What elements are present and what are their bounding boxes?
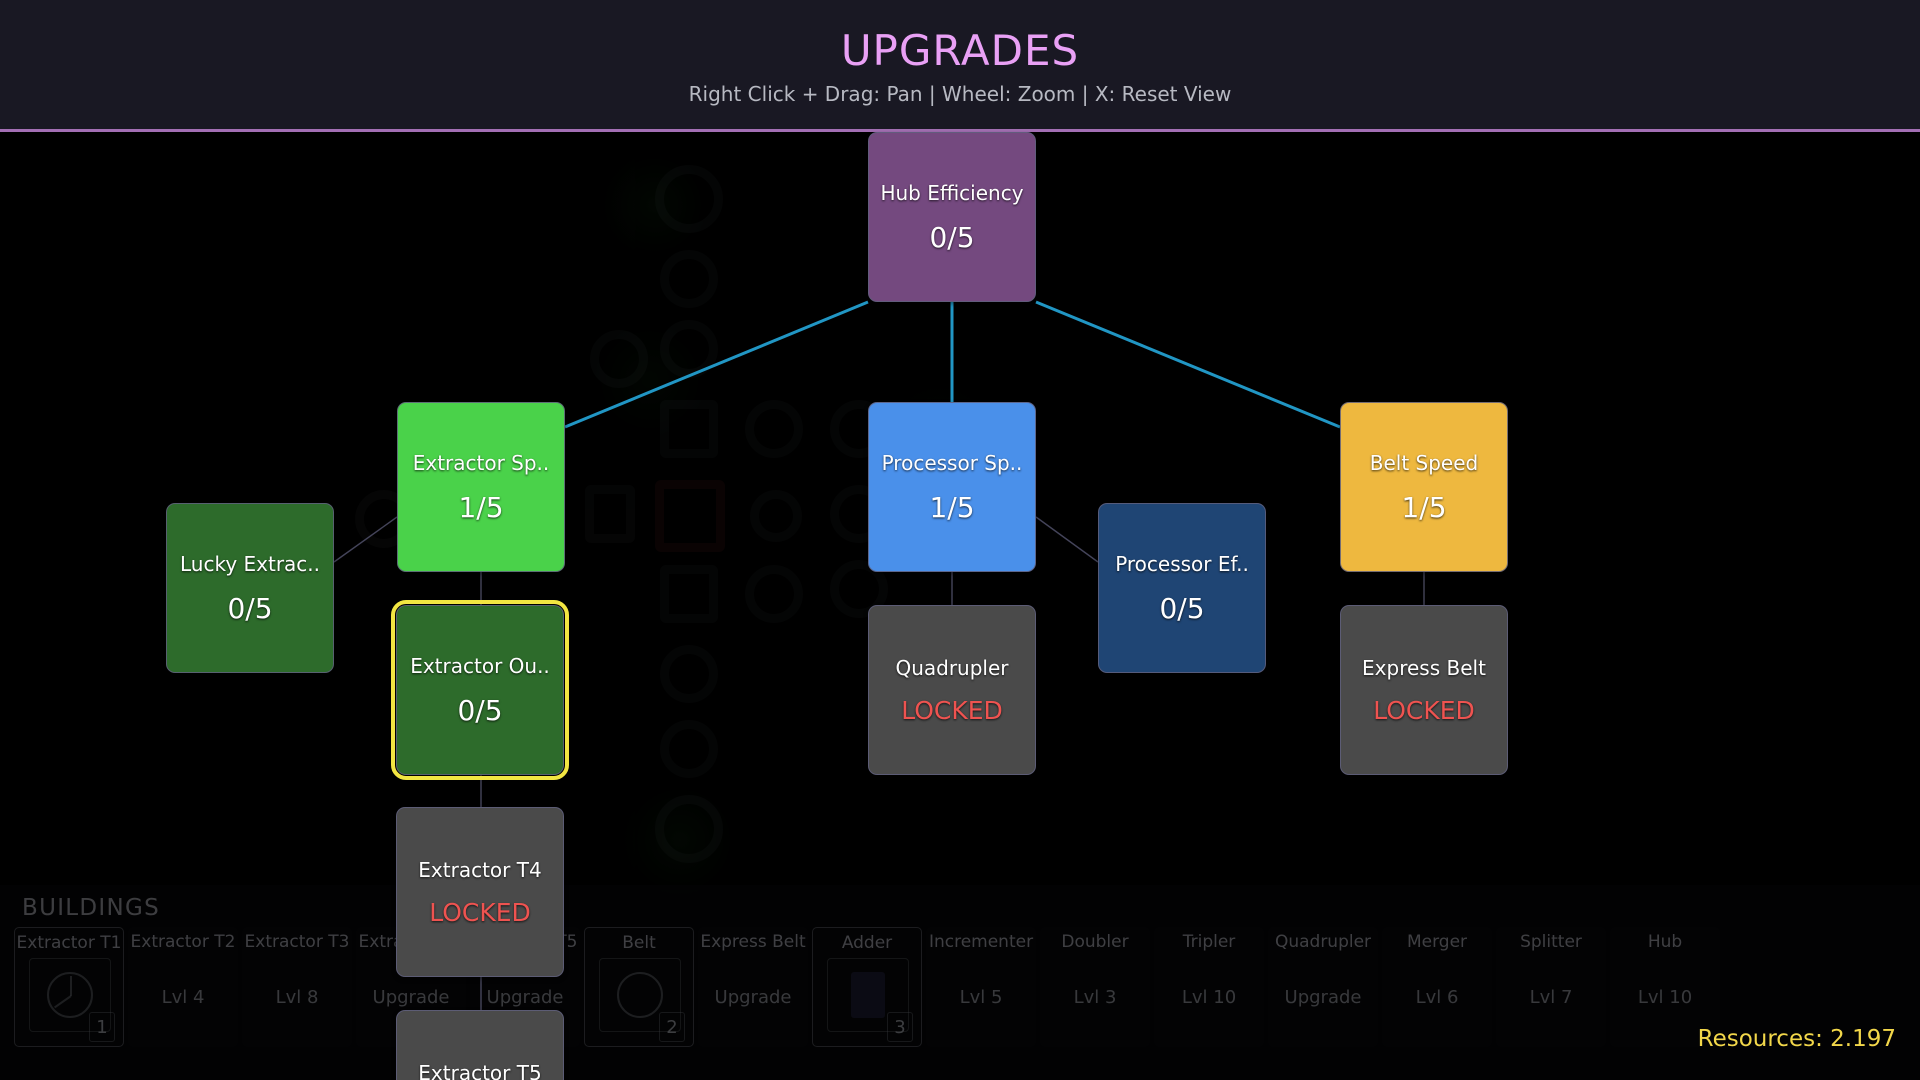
upgrade-node-level: 0/5 (929, 220, 975, 254)
upgrade-node-locked-badge: LOCKED (1373, 695, 1475, 725)
upgrade-node-level: 0/5 (457, 693, 503, 727)
fan-icon (47, 972, 93, 1018)
building-card-belt[interactable]: Belt 2 (584, 927, 694, 1047)
buildings-panel: BUILDINGS Extractor T1 1 Extractor T2 Lvl 4… (0, 885, 1920, 1080)
building-icon-frame (827, 958, 909, 1032)
upgrade-node-level: 1/5 (1401, 490, 1447, 524)
bg-glow (590, 320, 710, 440)
building-icon-frame (599, 958, 681, 1032)
upgrade-node-label: Extractor T4 (418, 857, 542, 882)
building-level-label: Upgrade (486, 987, 564, 1008)
building-icon-frame (29, 958, 111, 1032)
building-hotkey-badge: 1 (89, 1012, 115, 1042)
building-level-label: Lvl 3 (1073, 987, 1117, 1008)
upgrade-node-level: 1/5 (458, 490, 504, 524)
connector-processor-speed-to-processor-eff (1035, 516, 1099, 563)
upgrade-node-label: Lucky Extrac.. (179, 551, 321, 576)
controls-hint: Right Click + Drag: Pan | Wheel: Zoom | … (688, 82, 1232, 106)
connector-hub-efficiency-to-extractor-speed (564, 300, 869, 429)
upgrade-node-level: 0/5 (227, 591, 273, 625)
upgrade-node-hub-efficiency[interactable]: Hub Efficiency 0/5 (868, 132, 1036, 302)
upgrade-node-extractor-speed[interactable]: Extractor Sp.. 1/5 (397, 402, 565, 572)
upgrade-node-label: Belt Speed (1369, 450, 1479, 475)
upgrade-node-lucky-extractor[interactable]: Lucky Extrac.. 0/5 (166, 503, 334, 673)
building-level-label: Upgrade (372, 987, 450, 1008)
building-level-label: Lvl 10 (1181, 987, 1237, 1008)
upgrade-node-locked-badge: LOCKED (901, 695, 1003, 725)
upgrade-node-label: Extractor T5 (418, 1060, 542, 1080)
upgrade-node-label: Extractor Sp.. (412, 450, 550, 475)
bg-machine-icon (655, 480, 725, 552)
building-hotkey-badge: 3 (887, 1012, 913, 1042)
building-card-adder[interactable]: Adder 3 (812, 927, 922, 1047)
building-level-label: Lvl 7 (1529, 987, 1573, 1008)
upgrade-node-label: Processor Sp.. (881, 450, 1023, 475)
upgrade-connectors (333, 300, 1425, 1010)
upgrade-node-extractor-output[interactable]: Extractor Ou.. 0/5 (391, 600, 569, 780)
building-name: Doubler (1061, 932, 1129, 952)
building-name: Belt (622, 933, 656, 953)
upgrade-node-label: Extractor Ou.. (410, 653, 550, 678)
building-level-label: Upgrade (1284, 987, 1362, 1008)
building-level-label: Lvl 6 (1415, 987, 1459, 1008)
building-card-extractor-t1[interactable]: Extractor T1 1 (14, 927, 124, 1047)
building-name: Hub (1647, 932, 1683, 952)
upgrade-node-extractor-t4[interactable]: Extractor T4 LOCKED (396, 807, 564, 977)
page-title: UPGRADES (840, 26, 1080, 75)
upgrade-node-label: Quadrupler (895, 655, 1009, 680)
bg-glow (600, 150, 710, 260)
upgrade-node-level: 1/5 (929, 490, 975, 524)
building-name: Splitter (1520, 932, 1582, 952)
building-level-label: Lvl 10 (1637, 987, 1693, 1008)
building-level-label: Lvl 8 (275, 987, 319, 1008)
upgrade-node-processor-eff[interactable]: Processor Ef.. 0/5 (1098, 503, 1266, 673)
resources-counter: Resources: 2.197 (1697, 1026, 1896, 1052)
upgrade-node-label: Express Belt (1362, 655, 1486, 680)
building-name: Quadrupler (1274, 932, 1372, 952)
square-icon (851, 972, 885, 1018)
building-name: Merger (1406, 932, 1468, 952)
building-name: Adder (841, 933, 893, 953)
upgrade-node-extractor-t5[interactable]: Extractor T5LOCKED (396, 1010, 564, 1080)
building-card-extractor-t2[interactable]: Extractor T2 Lvl 4 (128, 927, 238, 1047)
building-hotkey-badge: 2 (659, 1012, 685, 1042)
building-level-label: Lvl 4 (161, 987, 205, 1008)
building-name: Extractor T2 (130, 932, 236, 952)
connector-hub-efficiency-to-belt-speed (1035, 300, 1341, 429)
upgrade-node-label: Hub Efficiency (880, 180, 1024, 205)
upgrade-node-level: 0/5 (1159, 591, 1205, 625)
upgrade-node-belt-speed[interactable]: Belt Speed 1/5 (1340, 402, 1508, 572)
building-name: Express Belt (700, 932, 806, 952)
building-name: Extractor T3 (244, 932, 350, 952)
upgrade-node-processor-speed[interactable]: Processor Sp.. 1/5 (868, 402, 1036, 572)
building-card-extractor-t3[interactable]: Extractor T3 Lvl 8 (242, 927, 352, 1047)
upgrade-node-locked-badge: LOCKED (429, 897, 531, 927)
building-name: Extractor T1 (16, 933, 122, 953)
building-level-label: Lvl 5 (959, 987, 1003, 1008)
building-level-label: Upgrade (714, 987, 792, 1008)
circle-icon (617, 972, 663, 1018)
upgrades-header: UPGRADES Right Click + Drag: Pan | Wheel… (0, 0, 1920, 132)
building-name: Incrementer (928, 932, 1034, 952)
bg-glow (620, 780, 740, 900)
connector-extractor-speed-to-lucky-extractor (333, 516, 398, 563)
buildings-title: BUILDINGS (22, 895, 161, 921)
building-name: Tripler (1182, 932, 1236, 952)
upgrade-node-label: Processor Ef.. (1115, 551, 1249, 576)
